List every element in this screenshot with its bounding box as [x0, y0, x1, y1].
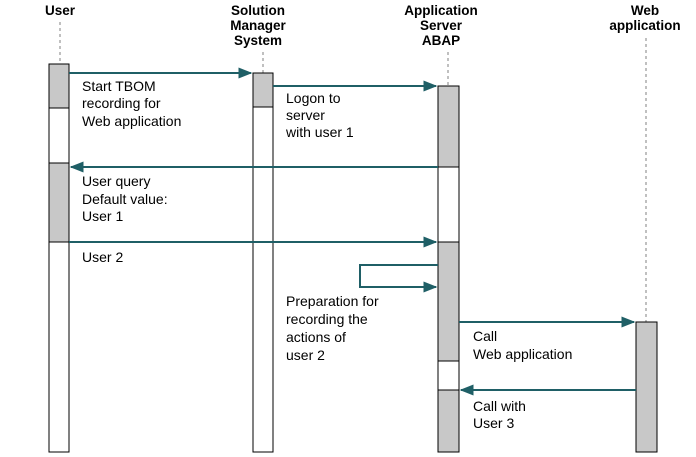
activation-user-active-2	[48, 162, 70, 243]
participant-web-header: Web application	[609, 3, 680, 33]
message-call-web: Call Web application	[459, 316, 636, 362]
message-preparation-arrow	[359, 264, 438, 293]
message-start-tbom: Start TBOM recording for Web application	[69, 67, 253, 129]
message-call-user3-line-2: User 3	[473, 415, 514, 431]
message-start-tbom-line-2: recording for	[82, 95, 161, 111]
message-start-tbom-line-3: Web application	[82, 113, 181, 129]
message-user-query-line-3: User 1	[82, 208, 123, 224]
message-user-query-line-2: Default value:	[82, 191, 168, 207]
activation-user-active-1	[48, 63, 70, 109]
activation-abap-active-2	[437, 241, 460, 362]
message-preparation-line-3: actions of	[286, 329, 346, 345]
participant-solman-header: Solution Manager System	[230, 3, 286, 48]
participant-solman-line-1: Solution	[231, 3, 285, 18]
participant-user-line-1: User	[45, 3, 76, 18]
message-call-user3: Call with User 3	[459, 384, 636, 431]
activation-user	[48, 63, 70, 453]
message-user-query-line-1: User query	[82, 173, 150, 189]
message-user2: User 2	[69, 236, 438, 265]
participant-abap-line-2: Server	[420, 18, 463, 33]
message-user2-line-1: User 2	[82, 249, 123, 265]
participant-user-header: User	[45, 3, 76, 18]
participant-web-line-2: application	[609, 18, 680, 33]
message-user-query: User query Default value: User 1	[69, 161, 438, 224]
activation-user-base	[48, 63, 70, 453]
message-preparation-line-1: Preparation for	[286, 293, 379, 309]
message-preparation-line-2: recording the	[286, 311, 368, 327]
activation-solman-base	[252, 72, 274, 453]
message-preparation-line-4: user 2	[286, 347, 325, 363]
participant-solman-line-2: Manager	[230, 18, 286, 33]
participant-web-line-1: Web	[631, 3, 659, 18]
activation-abap-active-1	[437, 85, 460, 168]
participant-abap-header: Application Server ABAP	[404, 3, 478, 48]
message-call-user3-line-1: Call with	[473, 398, 526, 414]
activation-solman-active-1	[252, 72, 274, 108]
message-call-web-line-2: Web application	[473, 346, 572, 362]
activation-web	[635, 321, 658, 453]
message-start-tbom-line-1: Start TBOM	[82, 78, 156, 94]
message-logon: Logon to server with user 1	[273, 80, 438, 140]
message-logon-line-1: Logon to	[286, 90, 341, 106]
message-logon-line-2: server	[286, 107, 325, 123]
participant-abap-line-3: ABAP	[422, 33, 460, 48]
message-logon-line-3: with user 1	[285, 124, 354, 140]
activation-abap	[437, 85, 460, 453]
participant-abap-line-1: Application	[404, 3, 478, 18]
activation-abap-active-3	[437, 389, 460, 453]
activation-web-active-1	[635, 321, 658, 453]
activation-solman	[252, 72, 274, 453]
participant-solman-line-3: System	[234, 33, 282, 48]
message-call-web-line-1: Call	[473, 328, 497, 344]
message-preparation: Preparation for recording the actions of…	[286, 264, 438, 363]
